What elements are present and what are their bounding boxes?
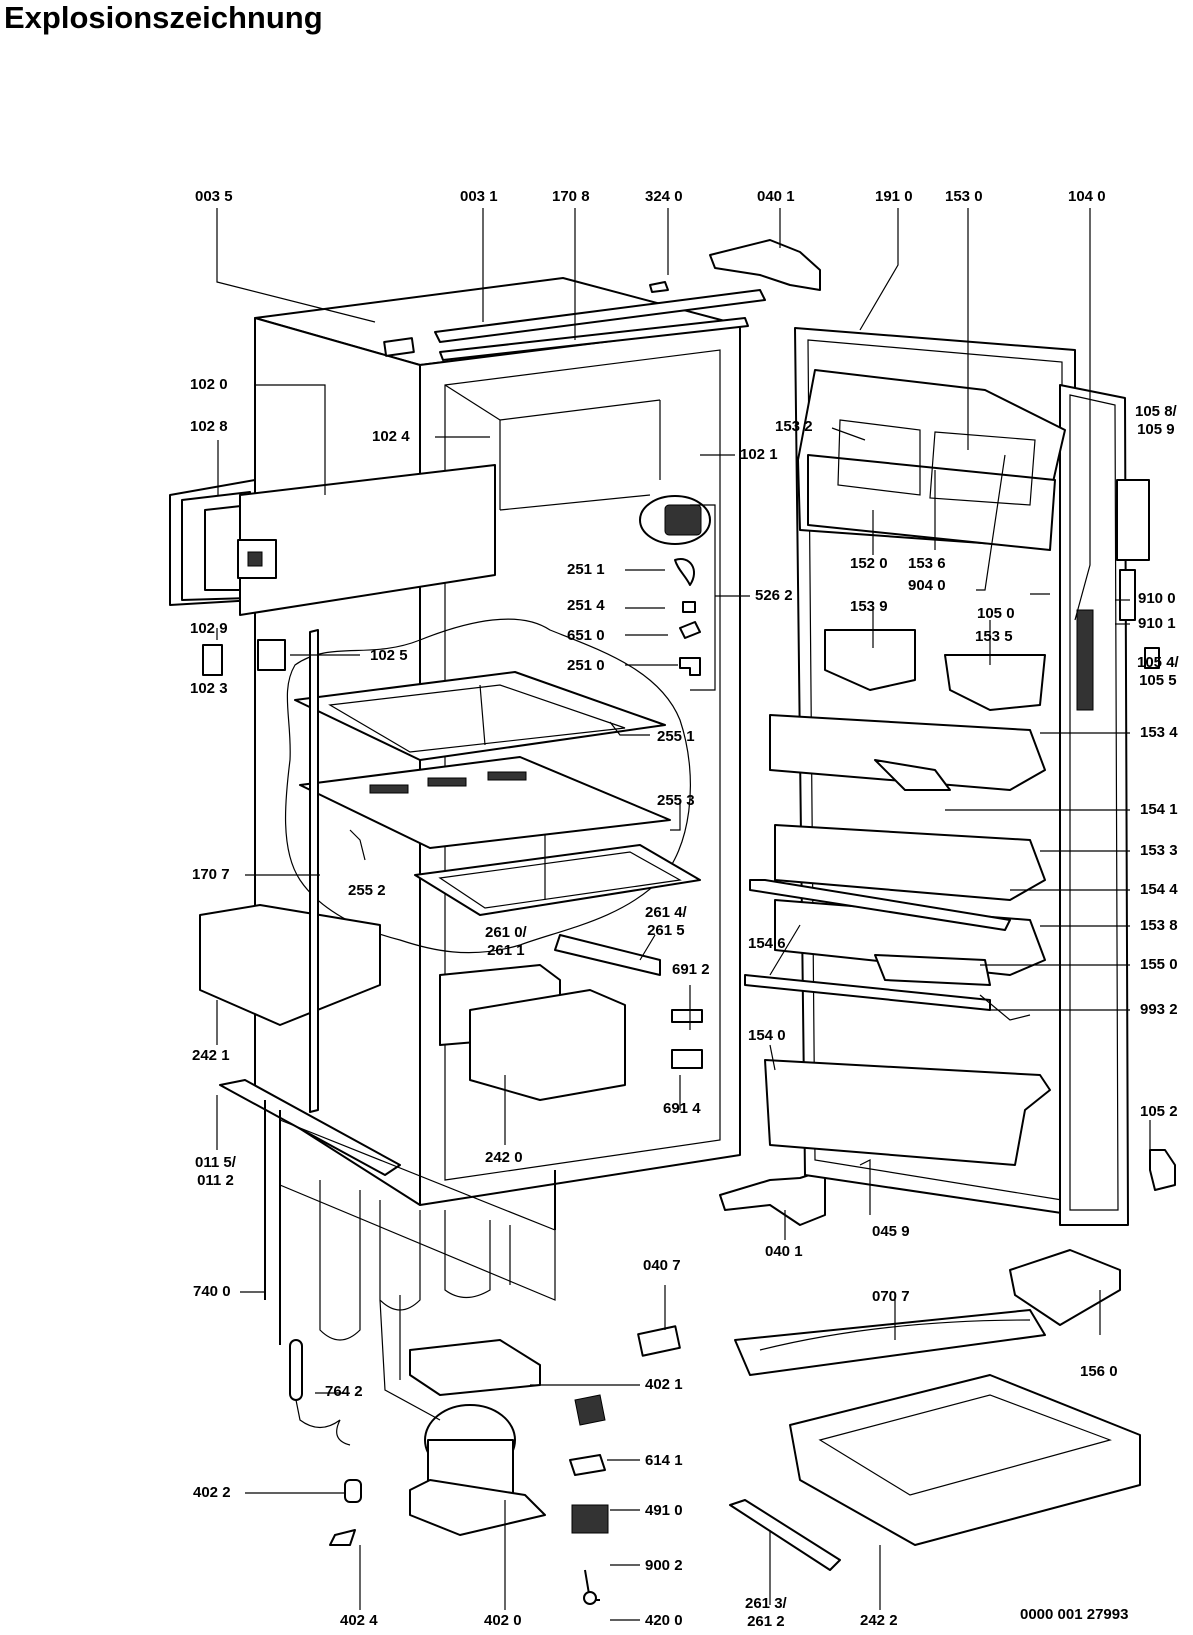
part-label-2421: 242 1 xyxy=(192,1047,230,1064)
part-label-1533: 153 3 xyxy=(1140,842,1178,859)
crisper-boxes xyxy=(199,904,703,1101)
page-title: Explosionszeichnung xyxy=(4,0,323,35)
part-label-0115: 011 5/ 011 2 xyxy=(195,1154,236,1189)
part-label-1050: 105 0 xyxy=(977,605,1015,622)
part-label-1546: 154 6 xyxy=(748,935,786,952)
part-label-1520: 152 0 xyxy=(850,555,888,572)
part-label-6912: 691 2 xyxy=(672,961,710,978)
part-label-1025: 102 5 xyxy=(370,647,408,664)
part-label-1541: 154 1 xyxy=(1140,801,1178,818)
part-label-0459: 045 9 xyxy=(872,1223,910,1240)
part-label-7642: 764 2 xyxy=(325,1383,363,1400)
part-label-2511: 251 1 xyxy=(567,561,605,578)
part-label-2613: 261 3/ 261 2 xyxy=(745,1595,787,1630)
part-label-1023: 102 3 xyxy=(190,680,228,697)
part-label-4021: 402 1 xyxy=(645,1376,683,1393)
freezer-door xyxy=(169,464,496,616)
part-label-4024: 402 4 xyxy=(340,1612,378,1629)
part-label-2420: 242 0 xyxy=(485,1149,523,1166)
part-label-9932: 993 2 xyxy=(1140,1001,1178,1018)
part-label-4910: 491 0 xyxy=(645,1502,683,1519)
part-label-0401-bottom: 040 1 xyxy=(765,1243,803,1260)
part-label-2551: 255 1 xyxy=(657,728,695,745)
part-label-9040: 904 0 xyxy=(908,577,946,594)
part-label-1534: 153 4 xyxy=(1140,724,1178,741)
document-number: 0000 001 27993 xyxy=(1020,1606,1129,1623)
part-label-0407: 040 7 xyxy=(643,1257,681,1274)
part-label-1538: 153 8 xyxy=(1140,917,1178,934)
compressor xyxy=(379,1295,546,1536)
part-label-2614: 261 4/ 261 5 xyxy=(645,904,687,939)
part-label-1530: 153 0 xyxy=(945,188,983,205)
part-label-1535: 153 5 xyxy=(975,628,1013,645)
part-label-1040: 104 0 xyxy=(1068,188,1106,205)
light-unit xyxy=(639,495,711,676)
part-label-1536: 153 6 xyxy=(908,555,946,572)
part-label-4200: 420 0 xyxy=(645,1612,683,1629)
part-label-0707: 070 7 xyxy=(872,1288,910,1305)
fridge-door xyxy=(744,327,1160,1226)
part-label-0035: 003 5 xyxy=(195,188,233,205)
part-label-5262: 526 2 xyxy=(755,587,793,604)
part-label-4020: 402 0 xyxy=(484,1612,522,1629)
part-label-2422: 242 2 xyxy=(860,1612,898,1629)
part-label-0401-top: 040 1 xyxy=(757,188,795,205)
part-label-2552: 255 2 xyxy=(348,882,386,899)
part-label-9002: 900 2 xyxy=(645,1557,683,1574)
part-label-1532: 153 2 xyxy=(775,418,813,435)
part-label-1910: 191 0 xyxy=(875,188,913,205)
part-label-0031: 003 1 xyxy=(460,188,498,205)
part-label-1708: 170 8 xyxy=(552,188,590,205)
shelf-group xyxy=(284,618,701,954)
part-label-1028: 102 8 xyxy=(190,418,228,435)
part-label-2514: 251 4 xyxy=(567,597,605,614)
part-label-1020: 102 0 xyxy=(190,376,228,393)
part-label-1550: 155 0 xyxy=(1140,956,1178,973)
part-label-6510: 651 0 xyxy=(567,627,605,644)
part-label-6914: 691 4 xyxy=(663,1100,701,1117)
part-label-1539: 153 9 xyxy=(850,598,888,615)
part-label-3240: 324 0 xyxy=(645,188,683,205)
bottom-right-parts xyxy=(729,1249,1141,1571)
part-label-6141: 614 1 xyxy=(645,1452,683,1469)
part-label-4022: 402 2 xyxy=(193,1484,231,1501)
part-label-2510: 251 0 xyxy=(567,657,605,674)
part-label-1029: 102 9 xyxy=(190,620,228,637)
part-label-7400: 740 0 xyxy=(193,1283,231,1300)
part-label-1058: 105 8/ 105 9 xyxy=(1135,403,1177,438)
part-label-1540: 154 0 xyxy=(748,1027,786,1044)
part-label-1544: 154 4 xyxy=(1140,881,1178,898)
part-label-9101: 910 1 xyxy=(1138,615,1176,632)
part-label-1707: 170 7 xyxy=(192,866,230,883)
part-label-1024: 102 4 xyxy=(372,428,410,445)
part-label-1021: 102 1 xyxy=(740,446,778,463)
part-label-1560: 156 0 xyxy=(1080,1363,1118,1380)
part-label-1052: 105 2 xyxy=(1140,1103,1178,1120)
part-label-2553: 255 3 xyxy=(657,792,695,809)
leader-lines xyxy=(216,208,1151,1621)
capillary-tube xyxy=(289,1339,351,1446)
part-label-2610: 261 0/ 261 1 xyxy=(485,924,527,959)
part-label-9100: 910 0 xyxy=(1138,590,1176,607)
small-parts xyxy=(329,1325,681,1605)
part-label-1054: 105 4/ 105 5 xyxy=(1137,654,1179,689)
